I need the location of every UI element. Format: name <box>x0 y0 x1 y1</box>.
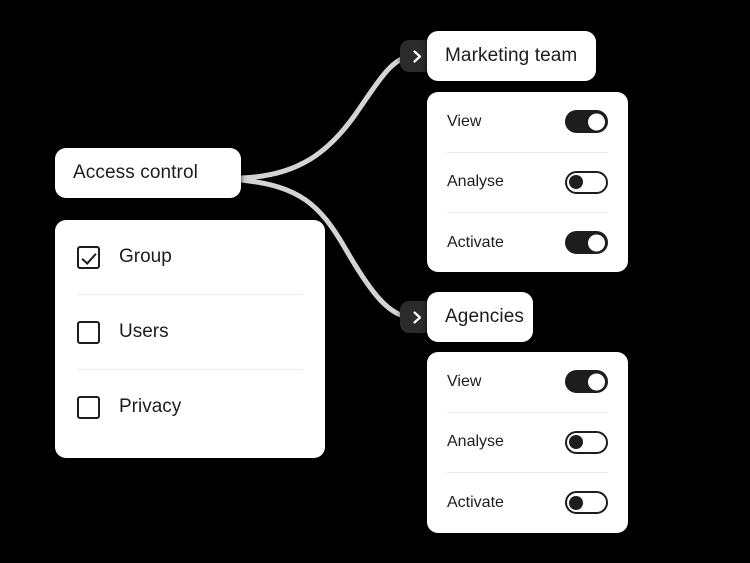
list-item-label: Group <box>119 246 172 267</box>
toggle-activate[interactable] <box>565 231 608 255</box>
toggle-view[interactable] <box>565 110 608 134</box>
toggle-analyse[interactable] <box>565 430 608 454</box>
permission-row[interactable]: Analyse <box>447 411 608 473</box>
chevron-right-icon <box>411 49 424 64</box>
checkbox-unchecked-icon[interactable] <box>77 395 100 419</box>
toggle-knob <box>588 113 605 131</box>
permissions-panel-marketing-team: View Analyse Activate <box>427 92 628 272</box>
toggle-activate[interactable] <box>565 491 608 515</box>
list-item[interactable]: Group <box>77 220 303 294</box>
connector-to-marketing-team <box>238 53 413 181</box>
toggle-analyse[interactable] <box>565 170 608 194</box>
permission-label: View <box>447 372 482 390</box>
list-item[interactable]: Privacy <box>77 369 303 444</box>
permission-label: View <box>447 112 482 130</box>
node-access-control[interactable]: Access control <box>55 148 241 198</box>
permission-row[interactable]: Activate <box>447 212 608 273</box>
node-marketing-team[interactable]: Marketing team <box>427 31 596 81</box>
list-item-label: Users <box>119 321 169 342</box>
permission-label: Activate <box>447 493 504 511</box>
list-item[interactable]: Users <box>77 294 303 369</box>
permission-label: Activate <box>447 233 504 251</box>
permissions-panel-agencies: View Analyse Activate <box>427 352 628 533</box>
toggle-knob <box>569 175 583 190</box>
permission-label: Analyse <box>447 173 504 191</box>
node-label-agencies: Agencies <box>445 306 524 327</box>
toggle-knob <box>588 373 605 391</box>
toggle-knob <box>588 234 605 252</box>
toggle-knob <box>569 435 583 450</box>
permission-row[interactable]: Analyse <box>447 151 608 213</box>
options-panel: Group Users Privacy <box>55 220 325 458</box>
node-label-access-control: Access control <box>73 162 198 183</box>
list-item-label: Privacy <box>119 396 182 417</box>
toggle-knob <box>569 495 583 510</box>
permission-label: Analyse <box>447 433 504 451</box>
checkbox-checked-icon[interactable] <box>77 245 100 269</box>
checkbox-unchecked-icon[interactable] <box>77 320 100 344</box>
node-label-marketing-team: Marketing team <box>445 45 578 66</box>
permission-row[interactable]: View <box>447 352 608 412</box>
permission-row[interactable]: Activate <box>447 472 608 533</box>
node-agencies[interactable]: Agencies <box>427 292 533 342</box>
permission-row[interactable]: View <box>447 92 608 152</box>
toggle-view[interactable] <box>565 370 608 394</box>
chevron-right-icon <box>411 310 424 325</box>
